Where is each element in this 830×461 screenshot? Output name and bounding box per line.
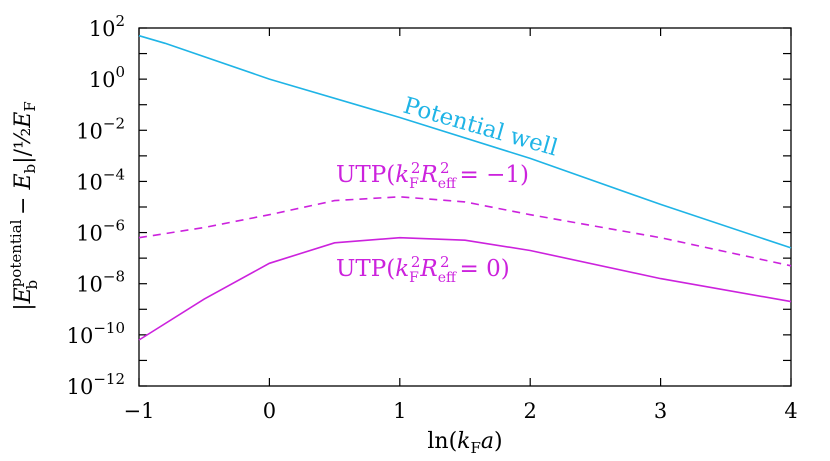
x-axis-ticks: −1 0 1 2 3 4 (124, 28, 798, 423)
y-tick-label: 10−2 (76, 114, 125, 143)
y-axis-title: |Epotentialb − Eb|/½EF (7, 101, 41, 311)
annotation-utp-neg: UTP(kF2Reff2= −1) (336, 159, 529, 192)
utp-neg-line (138, 195, 792, 267)
y-axis-ticks: 102 100 10−2 10−4 10−6 10−8 10−10 10−12 (67, 12, 791, 399)
x-tick-label: 0 (263, 399, 276, 423)
x-tick-label: 1 (393, 399, 406, 423)
annotation-utp-zero: UTP(kF2Reff2= 0) (336, 253, 510, 286)
x-tick-label: 4 (784, 399, 797, 423)
x-axis-title: ln(kFa) (427, 429, 502, 457)
y-tick-label: 10−8 (76, 268, 125, 297)
utp-zero-line (138, 236, 792, 341)
x-tick-label: −1 (124, 399, 155, 423)
x-tick-label: 3 (654, 399, 667, 423)
y-tick-label: 102 (89, 12, 125, 41)
y-tick-label: 10−6 (76, 217, 125, 246)
series-group (138, 34, 792, 341)
y-tick-label: 100 (89, 63, 125, 92)
y-tick-label: 10−4 (76, 165, 125, 194)
x-tick-label: 2 (524, 399, 537, 423)
annotation-potential-well: Potential well (400, 93, 560, 162)
y-tick-label: 10−10 (67, 319, 125, 348)
plot-frame (138, 27, 792, 387)
potential-well-line (138, 34, 792, 249)
y-tick-label: 10−12 (67, 370, 125, 399)
